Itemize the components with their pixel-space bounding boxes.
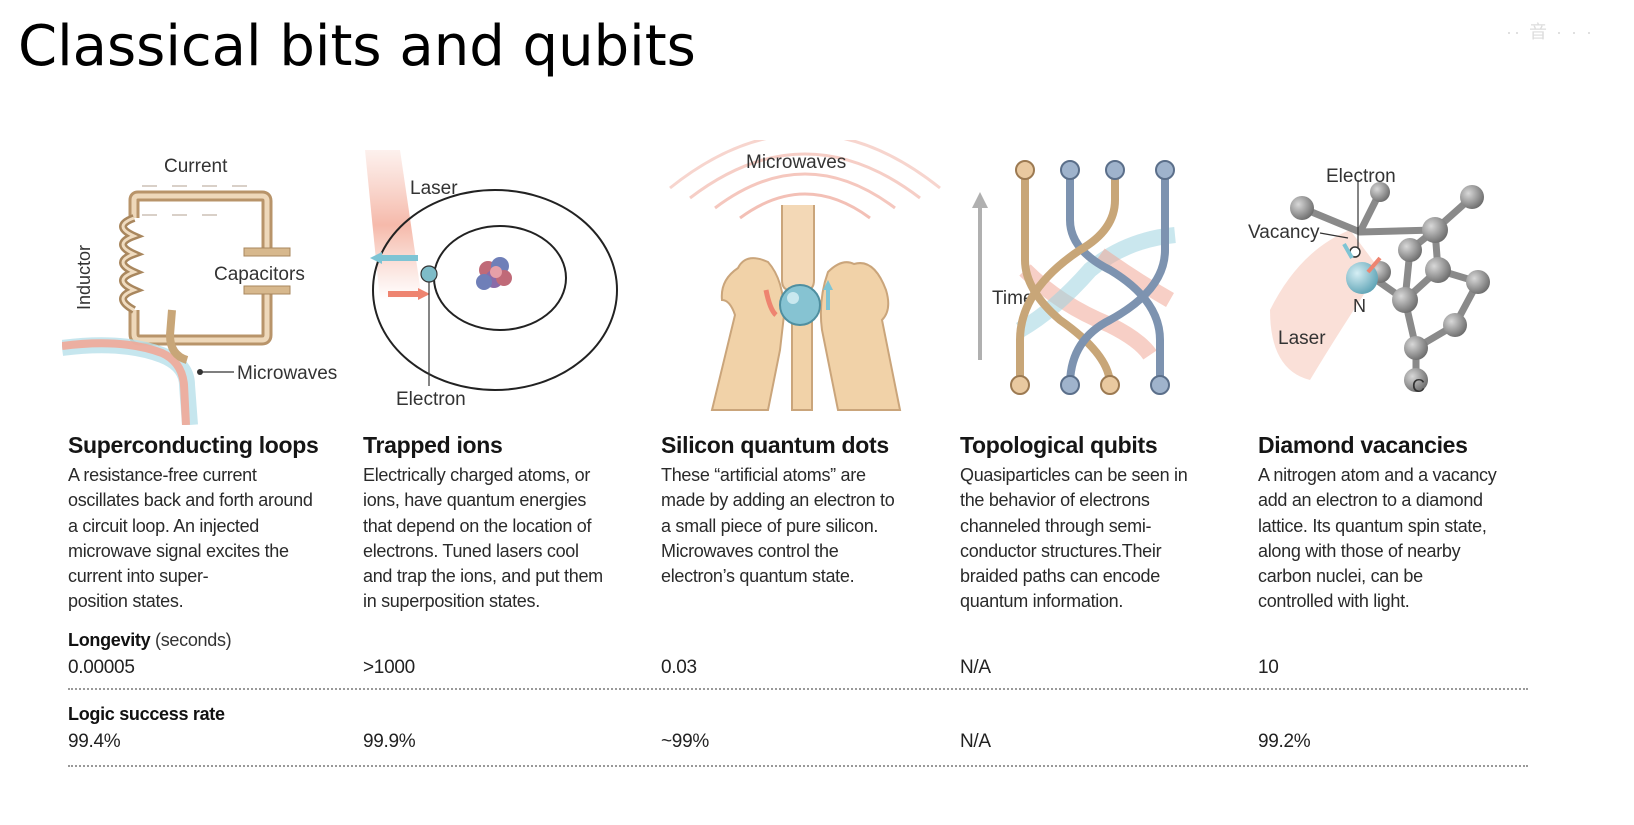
column-silicon-quantum-dots: Silicon quantum dots These “artificial a… (661, 432, 946, 589)
label-carbon: C (1412, 376, 1425, 396)
electron-dot-icon (779, 284, 821, 326)
column-title: Silicon quantum dots (661, 432, 889, 458)
column-title: Superconducting loops (68, 432, 319, 458)
carbon-atoms-icon (1290, 182, 1490, 392)
longevity-value-topological: N/A (960, 657, 991, 678)
electron-icon (420, 265, 438, 283)
label-electron: Electron (1326, 166, 1396, 187)
column-title: Trapped ions (363, 432, 503, 458)
trapped-ion-illustration: Laser Electron (365, 150, 618, 410)
label-nitrogen: N (1353, 296, 1366, 316)
microwave-waves-icon (669, 140, 941, 220)
column-topological-qubits: Topological qubits Quasiparticles can be… (960, 432, 1245, 615)
watermark: ·· 音 · · · (1506, 22, 1594, 42)
logic-value-loops: 99.4% (68, 731, 121, 752)
label-capacitors: Capacitors (214, 264, 305, 285)
column-trapped-ions: Trapped ions Electrically charged atoms,… (363, 432, 648, 615)
longevity-value-ions: >1000 (363, 657, 415, 678)
column-diamond-vacancies: Diamond vacancies A nitrogen atom and a … (1258, 432, 1528, 615)
divider-line (68, 765, 1528, 767)
label-vacancy: Vacancy (1248, 222, 1320, 243)
label-current: Current (164, 156, 228, 177)
slide-title: Classical bits and qubits (18, 14, 696, 79)
logic-value-topological: N/A (960, 731, 991, 752)
longevity-value-loops: 0.00005 (68, 657, 135, 678)
quantum-dot-illustration: Microwaves (669, 140, 941, 411)
label-laser: Laser (410, 178, 458, 199)
diamond-vacancy-illustration: Electron Vacancy N Laser C (1248, 166, 1490, 396)
label-electron: Electron (396, 389, 466, 410)
nucleus-icon (476, 257, 512, 290)
logic-value-diamond: 99.2% (1258, 731, 1311, 752)
longevity-value-diamond: 10 (1258, 657, 1279, 678)
logic-value-dots: ~99% (661, 731, 709, 752)
label-laser: Laser (1278, 328, 1326, 349)
label-inductor: Inductor (74, 245, 94, 310)
label-microwaves: Microwaves (237, 363, 337, 384)
label-time: Time (992, 288, 1034, 309)
divider-line (68, 688, 1528, 690)
longevity-value-dots: 0.03 (661, 657, 697, 678)
current-arrows-icon (142, 185, 247, 216)
topological-qubit-illustration: Time (972, 160, 1176, 395)
logic-value-ions: 99.9% (363, 731, 416, 752)
braid-endpoints-icon (1010, 160, 1175, 395)
time-arrow-icon (972, 192, 988, 208)
label-microwaves: Microwaves (746, 152, 846, 173)
superconducting-loop-illustration: Current Inductor Capacitors Microwaves (62, 156, 337, 425)
column-title: Topological qubits (960, 432, 1158, 458)
logic-success-label: Logic success rate (68, 704, 225, 724)
longevity-label: Longevity (seconds) (68, 630, 232, 650)
column-title: Diamond vacancies (1258, 432, 1468, 458)
column-superconducting-loops: Superconducting loops A resistance-free … (68, 432, 353, 615)
